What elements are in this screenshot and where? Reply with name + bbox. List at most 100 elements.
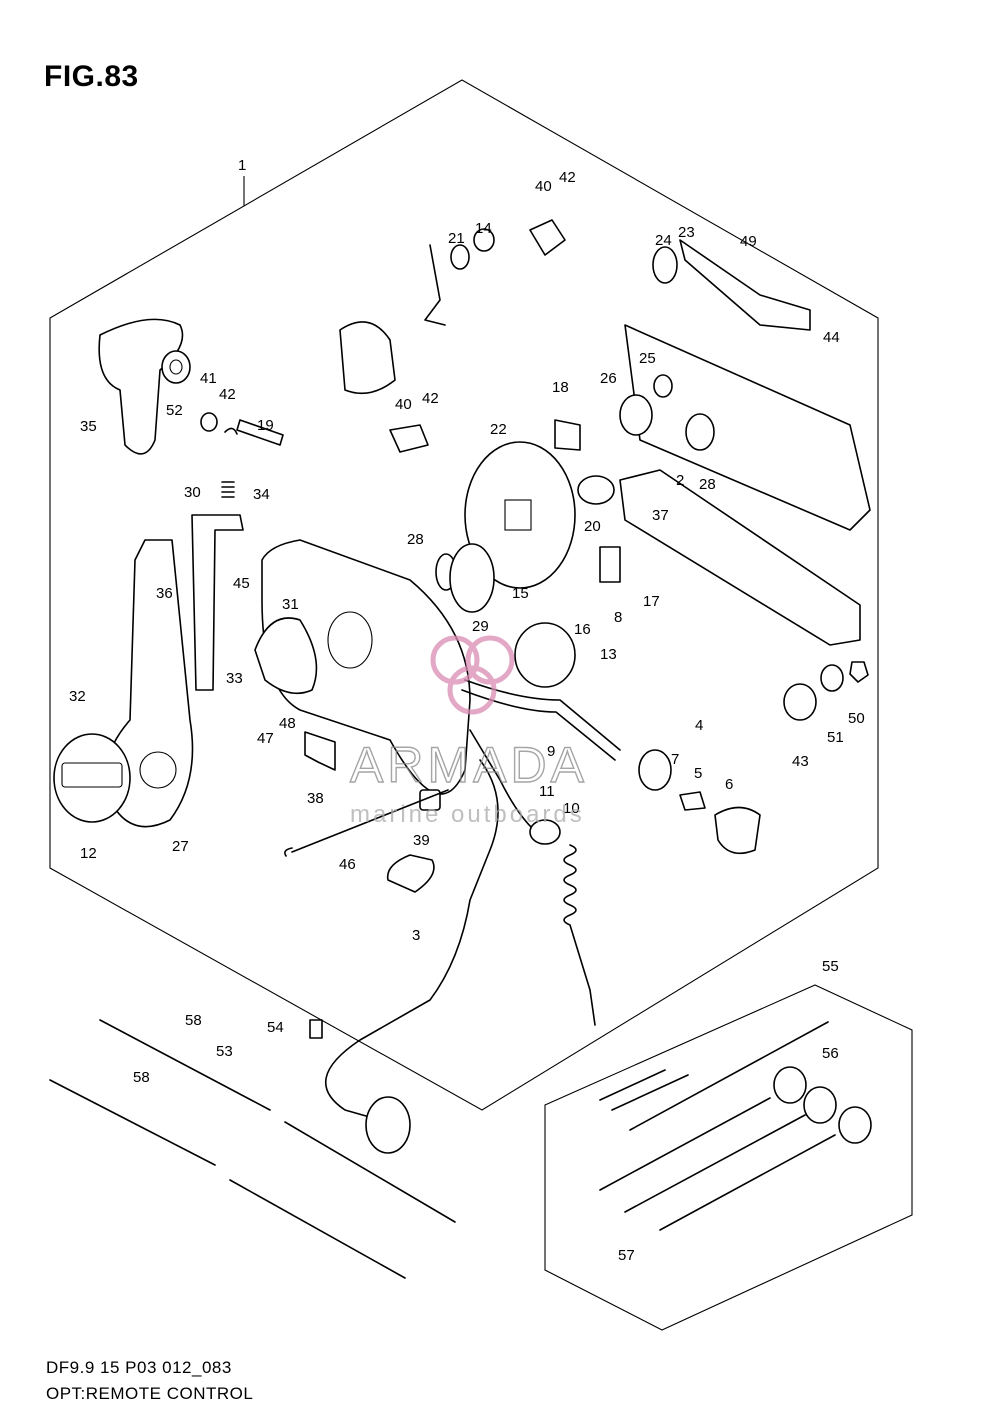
callout-14: 14 xyxy=(475,220,492,237)
callout-44: 44 xyxy=(823,329,840,346)
callout-18: 18 xyxy=(552,379,569,396)
callout-32: 32 xyxy=(69,688,86,705)
callout-54: 54 xyxy=(267,1019,284,1036)
callout-10: 10 xyxy=(563,800,580,817)
callout-31: 31 xyxy=(282,596,299,613)
callout-40: 40 xyxy=(535,178,552,195)
callout-51: 51 xyxy=(827,729,844,746)
bracket-top-40 xyxy=(529,219,566,256)
callout-42: 42 xyxy=(559,169,576,186)
callout-15: 15 xyxy=(512,585,529,602)
callout-28b: 28 xyxy=(699,476,716,493)
callout-29: 29 xyxy=(472,618,489,635)
figure-title: FIG.83 xyxy=(44,60,139,93)
ring-29 xyxy=(449,543,495,613)
callout-40b: 40 xyxy=(395,396,412,413)
callout-5: 5 xyxy=(694,765,702,782)
callout-57: 57 xyxy=(618,1247,635,1264)
connector-53 xyxy=(365,1096,411,1154)
callout-41: 41 xyxy=(200,370,217,387)
part-20 xyxy=(577,475,615,505)
callout-47: 47 xyxy=(257,730,274,747)
washer-41 xyxy=(200,412,218,432)
cable-right-2 xyxy=(229,1179,406,1279)
callout-39: 39 xyxy=(413,832,430,849)
callout-26: 26 xyxy=(600,370,617,387)
tie-strap xyxy=(599,1021,829,1131)
callout-25: 25 xyxy=(639,350,656,367)
part-26 xyxy=(619,394,653,436)
right-rail xyxy=(619,469,861,646)
clip-42 xyxy=(224,427,238,435)
callout-46: 46 xyxy=(339,856,356,873)
nut-50 xyxy=(849,661,869,683)
lever-23 xyxy=(679,239,811,331)
callout-36: 36 xyxy=(156,585,173,602)
figure-caption: OPT:REMOTE CONTROL xyxy=(46,1384,254,1403)
callout-42b: 42 xyxy=(219,386,236,403)
handle-grip xyxy=(98,318,184,455)
callout-55: 55 xyxy=(822,958,839,975)
callout-19: 19 xyxy=(257,417,274,434)
washer-51 xyxy=(820,664,844,692)
callout-28: 28 xyxy=(407,531,424,548)
callout-30: 30 xyxy=(184,484,201,501)
callout-45: 45 xyxy=(233,575,250,592)
stop-switch-11 xyxy=(529,819,561,845)
plate-30 xyxy=(191,514,244,691)
gear-22 xyxy=(464,441,576,589)
callout-38: 38 xyxy=(307,790,324,807)
callout-52: 52 xyxy=(166,402,183,419)
callout-42c: 42 xyxy=(422,390,439,407)
bracket-38 xyxy=(304,731,336,771)
rubber-56a xyxy=(773,1066,807,1104)
cam-31 xyxy=(254,617,318,695)
rubber-56c xyxy=(838,1106,872,1144)
callout-4: 4 xyxy=(695,717,703,734)
ring-25 xyxy=(653,374,673,398)
switch-8 xyxy=(599,546,621,583)
watermark-logo xyxy=(430,635,515,715)
screw-46 xyxy=(284,789,449,857)
callout-1: 1 xyxy=(238,157,246,174)
watermark-tagline: marine outboards xyxy=(350,801,585,828)
callout-22: 22 xyxy=(490,421,507,438)
callout-2: 2 xyxy=(676,472,684,489)
ring-28b xyxy=(685,413,715,451)
figure-code: DF9.9 15 P03 012_083 xyxy=(46,1358,232,1377)
rubber-56b xyxy=(803,1086,837,1124)
cable-right-1 xyxy=(284,1121,456,1223)
callout-58b: 58 xyxy=(133,1069,150,1086)
ring-21 xyxy=(450,244,470,270)
cup-13 xyxy=(514,622,576,688)
callout-9: 9 xyxy=(547,743,555,760)
lanyard-coil xyxy=(563,844,596,1026)
callout-23: 23 xyxy=(678,224,695,241)
callout-16: 16 xyxy=(574,621,591,638)
callout-56: 56 xyxy=(822,1045,839,1062)
callout-13: 13 xyxy=(600,646,617,663)
callout-37: 37 xyxy=(652,507,669,524)
bracket-40 xyxy=(389,424,429,453)
key-5 xyxy=(679,791,706,811)
callout-21: 21 xyxy=(448,230,465,247)
callout-58: 58 xyxy=(185,1012,202,1029)
yoke xyxy=(339,321,396,395)
cap-32 xyxy=(53,733,131,823)
key-switch-4 xyxy=(638,749,672,791)
callout-27: 27 xyxy=(172,838,189,855)
callout-labels: 1 2 3 4 5 6 7 8 9 10 11 12 13 14 15 16 1… xyxy=(69,157,865,1264)
callout-3: 3 xyxy=(412,927,420,944)
callout-50: 50 xyxy=(848,710,865,727)
bolts-57 xyxy=(599,1097,836,1231)
callout-12: 12 xyxy=(80,845,97,862)
main-cable xyxy=(324,759,499,1121)
callout-33: 33 xyxy=(226,670,243,687)
callout-17: 17 xyxy=(643,593,660,610)
key-21 xyxy=(424,244,446,326)
assembly-outline xyxy=(49,79,879,1111)
ring-24 xyxy=(652,246,678,284)
callout-43: 43 xyxy=(792,753,809,770)
callout-11: 11 xyxy=(539,783,555,800)
